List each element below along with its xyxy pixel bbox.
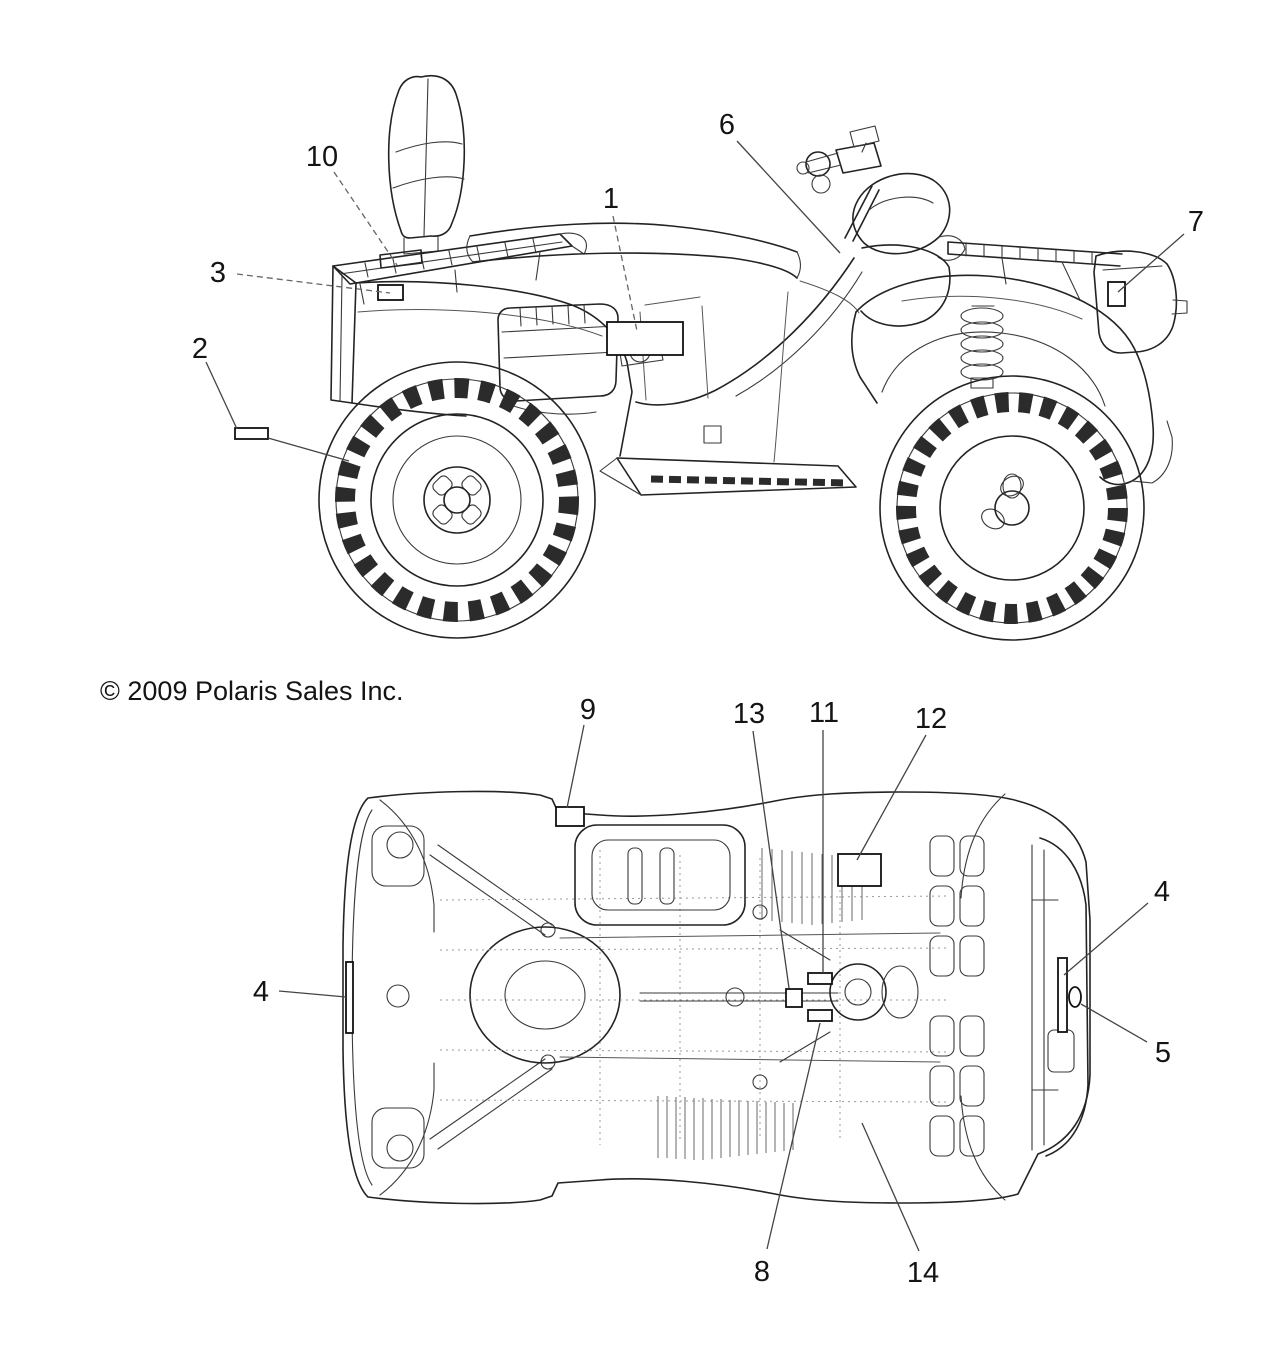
leader-4-left <box>278 990 347 998</box>
leader-14 <box>861 1122 920 1252</box>
hatch-bands <box>657 848 863 1160</box>
callout-13: 13 <box>733 698 765 730</box>
callout-4-right: 4 <box>1154 876 1170 908</box>
front-rack <box>947 241 1188 354</box>
leader-4-right <box>1063 902 1149 976</box>
wheel-wells <box>379 793 1006 1201</box>
callout-2: 2 <box>192 333 208 365</box>
shock-spring <box>960 305 1004 389</box>
rack-slats <box>929 835 985 1157</box>
leader-8 <box>766 1022 821 1250</box>
decal-13 <box>785 988 803 1008</box>
leader-12 <box>856 734 927 861</box>
callout-9: 9 <box>580 694 596 726</box>
driveline <box>639 904 919 1090</box>
decal-2 <box>234 427 269 440</box>
engine <box>497 303 664 415</box>
decal-4-left <box>345 961 354 1034</box>
muffler <box>574 824 746 926</box>
decal-12 <box>837 853 882 887</box>
rear-wheel <box>318 361 596 639</box>
leader-lines <box>205 140 1185 1252</box>
callout-12: 12 <box>915 703 947 735</box>
leader-5 <box>1080 1003 1148 1043</box>
handlebars <box>796 125 882 242</box>
running-board <box>599 457 857 496</box>
decal-8 <box>807 1009 833 1022</box>
bottom-view-drawing <box>342 790 1091 1205</box>
callout-1: 1 <box>603 183 619 215</box>
seat <box>466 222 801 279</box>
front-cowl <box>799 172 966 327</box>
leader-3 <box>236 273 391 294</box>
callout-4-left: 4 <box>253 976 269 1008</box>
callout-5: 5 <box>1155 1037 1171 1069</box>
front-wheel <box>879 375 1145 641</box>
callout-11: 11 <box>809 697 839 729</box>
backrest <box>387 75 466 255</box>
leader-10 <box>333 171 398 266</box>
hull-inner-edge <box>351 809 373 1186</box>
rear-bumper <box>1031 837 1089 1157</box>
leader-6 <box>736 140 841 254</box>
decal-11 <box>807 972 833 985</box>
decal-7 <box>1107 281 1126 307</box>
callout-3: 3 <box>210 257 226 289</box>
rear-rack <box>332 232 587 305</box>
callout-14: 14 <box>907 1257 939 1289</box>
copyright-text: © 2009 Polaris Sales Inc. <box>100 676 404 706</box>
callout-7: 7 <box>1188 206 1204 238</box>
decal-1 <box>606 321 684 356</box>
side-panels <box>635 257 863 463</box>
leader-9 <box>566 724 585 809</box>
front-fender <box>851 274 1173 486</box>
decal-3 <box>377 284 404 301</box>
callout-8: 8 <box>754 1256 770 1288</box>
leader-7 <box>1117 233 1185 293</box>
rear-fender <box>330 265 633 457</box>
decal-4-right <box>1057 957 1068 1033</box>
callout-labels: 10 3 2 1 6 7 9 13 11 12 4 4 5 8 14 <box>192 109 1204 1289</box>
leader-13 <box>752 730 790 989</box>
leader-2a <box>205 361 238 430</box>
decal-9 <box>555 806 585 827</box>
decals <box>234 281 1126 1034</box>
side-view-drawing <box>318 75 1188 641</box>
hull-outline <box>342 790 1091 1205</box>
front-suspension <box>371 825 621 1169</box>
frame-grid <box>439 850 951 1145</box>
callout-6: 6 <box>719 109 735 141</box>
callout-10: 10 <box>306 141 338 173</box>
leader-2b <box>267 437 350 462</box>
decal-5 <box>1068 986 1082 1008</box>
